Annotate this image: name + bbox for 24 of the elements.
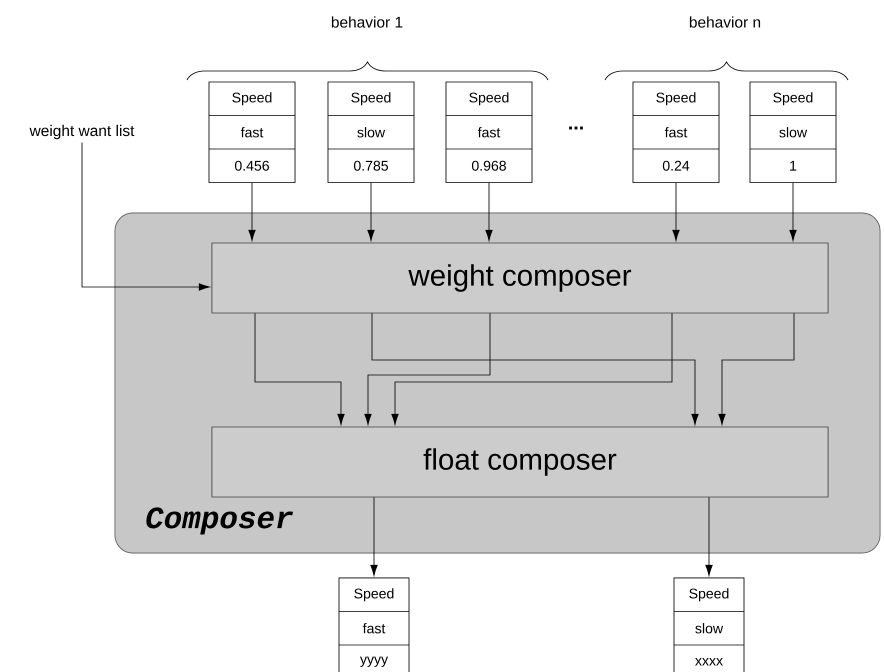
- ellipsis: ...: [569, 126, 583, 130]
- process-box: float composer: [212, 426, 828, 498]
- record-table: Speed fast 0.456: [208, 82, 296, 183]
- record-table: Speed slow 0.785: [328, 82, 414, 183]
- arrow: [254, 313, 345, 425]
- arrow: [370, 497, 378, 576]
- record-table: Speed fast 0.968: [446, 82, 532, 183]
- process-box: weight composer: [212, 242, 828, 314]
- group-label: behavior 1: [332, 16, 402, 28]
- arrow: [672, 182, 680, 241]
- record-table: Speed slow xxxx: [674, 578, 744, 672]
- arrow: [705, 497, 713, 576]
- record-table: Speed fast yyyy: [338, 578, 410, 672]
- arrow: [367, 182, 375, 241]
- arrow: [82, 142, 210, 291]
- record-table: Speed fast 0.24: [632, 82, 720, 183]
- arrow: [364, 313, 490, 425]
- group-label: behavior n: [690, 16, 760, 28]
- arrow: [789, 182, 797, 241]
- input-label: weight want list: [30, 124, 134, 140]
- arrow: [485, 182, 493, 241]
- record-table: Speed slow 1: [750, 82, 836, 183]
- arrow: [718, 313, 794, 425]
- arrow: [248, 182, 256, 241]
